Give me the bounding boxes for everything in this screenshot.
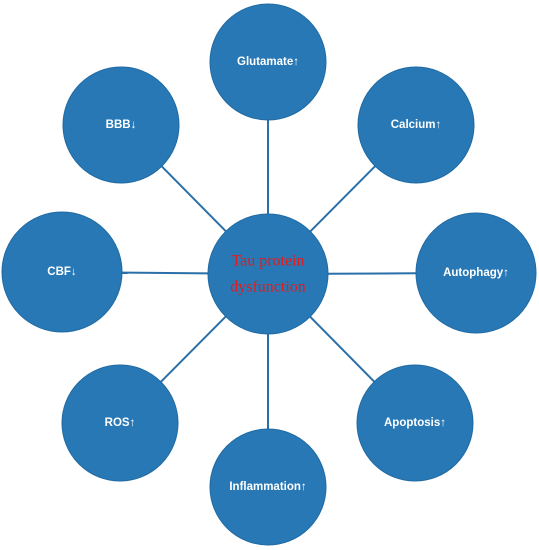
connector-lines <box>121 120 417 429</box>
connector-bbb <box>160 165 227 233</box>
node-label-glutamate: Glutamate↑ <box>237 56 299 68</box>
node-circle-autophagy <box>415 212 537 334</box>
node-circle-ros <box>61 364 179 482</box>
node-circle-calcium <box>357 66 475 184</box>
node-bbb: BBB↓ <box>62 66 180 184</box>
connector-ros <box>160 315 227 383</box>
center-node: Tau protein dysfunction <box>207 213 329 335</box>
node-cbf: CBF↓ <box>1 211 123 333</box>
node-circle-inflammation <box>209 428 327 546</box>
node-circle-cbf <box>1 211 123 333</box>
node-glutamate: Glutamate↑ <box>209 3 327 121</box>
node-label-bbb: BBB↓ <box>106 119 137 131</box>
connector-apoptosis <box>309 315 376 383</box>
node-label-autophagy: Autophagy↑ <box>443 267 509 279</box>
connector-calcium <box>309 165 376 233</box>
node-label-apoptosis: Apoptosis↑ <box>384 417 446 429</box>
node-calcium: Calcium↑ <box>357 66 475 184</box>
node-label-calcium: Calcium↑ <box>391 119 442 131</box>
connector-cbf <box>121 271 209 275</box>
center-circle <box>207 213 329 335</box>
outer-nodes: Glutamate↑ Calcium↑ Autophagy↑ Apoptosis↑ In… <box>1 3 537 546</box>
node-label-ros: ROS↑ <box>105 417 136 429</box>
node-inflammation: Inflammation↑ <box>209 428 327 546</box>
center-label-line1: Tau protein <box>231 253 304 270</box>
node-autophagy: Autophagy↑ <box>415 212 537 334</box>
node-circle-bbb <box>62 66 180 184</box>
node-apoptosis: Apoptosis↑ <box>356 364 474 482</box>
center-label-line2: dysfunction <box>230 279 306 296</box>
node-ros: ROS↑ <box>61 364 179 482</box>
node-circle-apoptosis <box>356 364 474 482</box>
node-label-inflammation: Inflammation↑ <box>229 481 306 493</box>
node-label-cbf: CBF↓ <box>47 266 76 278</box>
node-circle-glutamate <box>209 3 327 121</box>
